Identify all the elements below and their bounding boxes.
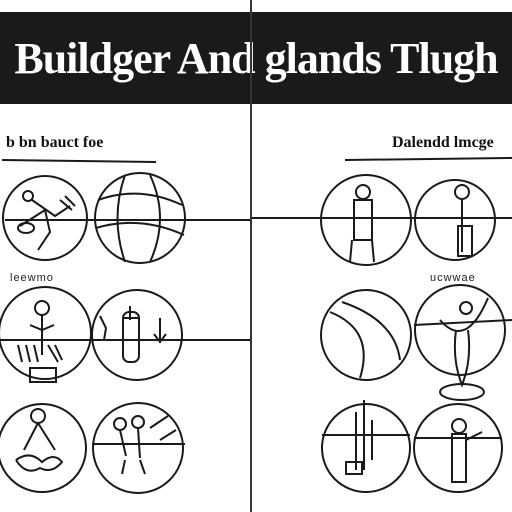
circle-standing-figure <box>0 286 250 383</box>
right-heading-underline <box>344 157 512 161</box>
circle-ball-halves <box>320 289 412 381</box>
circle-players-table <box>92 402 185 494</box>
circle-figure-in-coat <box>252 174 512 266</box>
banner-title: Buildger And glands Tlugh <box>14 33 498 83</box>
right-row-label: ucwwae <box>430 272 476 284</box>
right-section-heading: Dalendd lmcge <box>392 134 494 151</box>
title-banner: Buildger And glands Tlugh <box>0 12 512 104</box>
circle-figure-with-case <box>414 179 496 261</box>
circle-tools <box>91 289 183 381</box>
left-section-heading: b bn bauct foe <box>6 134 104 151</box>
circle-trophy-figure <box>413 284 512 401</box>
circle-athlete-swing <box>2 175 250 261</box>
circle-pouring-figure <box>0 403 87 493</box>
circle-basketball <box>94 172 186 264</box>
circle-figure-drawing <box>413 403 503 493</box>
left-row-label: leewmo <box>10 272 54 284</box>
center-divider <box>250 0 252 512</box>
circle-tools-stand <box>321 400 411 493</box>
left-heading-underline <box>1 159 157 163</box>
